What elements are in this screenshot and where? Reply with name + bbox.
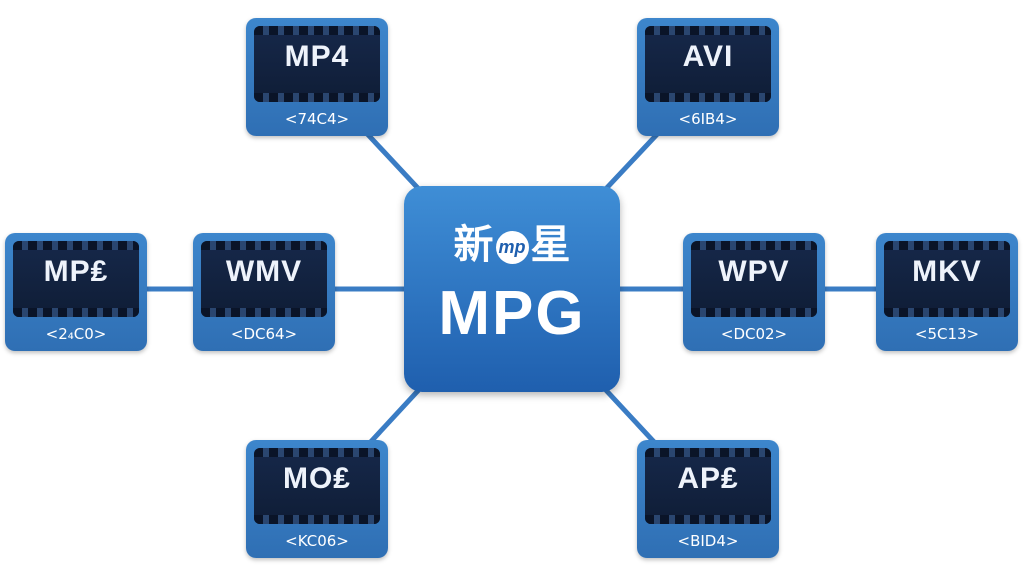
- film-strip-icon: [254, 26, 380, 102]
- format-label: AP₤: [677, 462, 739, 495]
- node-mkv: MKV <5C13>: [876, 233, 1018, 351]
- format-code: <5C13>: [914, 325, 980, 343]
- brand-left-char: 新: [453, 223, 494, 267]
- film-strip-icon: [645, 26, 771, 102]
- node-avi: AVI <6IB4>: [637, 18, 779, 136]
- format-code: <DC64>: [230, 325, 298, 343]
- film-strip-icon: [645, 448, 771, 524]
- format-label: WPV: [718, 255, 790, 288]
- node-bottom-left: MO₤ <KC06>: [246, 440, 388, 558]
- film-strip-icon: [254, 448, 380, 524]
- node-wpv: WPV <DC02>: [683, 233, 825, 351]
- format-label: MP₤: [43, 255, 109, 288]
- node-bottom-right: AP₤ <BID4>: [637, 440, 779, 558]
- format-label: MP4: [284, 40, 350, 73]
- node-wmv: WMV <DC64>: [193, 233, 335, 351]
- node-left-outer: MP₤ <2₄C0>: [5, 233, 147, 351]
- format-code: <6IB4>: [678, 110, 738, 128]
- format-label: WMV: [225, 255, 303, 288]
- node-mp4: MP4 <74C4>: [246, 18, 388, 136]
- format-code: <2₄C0>: [45, 325, 107, 343]
- format-code: <74C4>: [284, 110, 350, 128]
- film-strip-icon: [13, 241, 139, 317]
- format-code: <DC02>: [720, 325, 788, 343]
- format-code: <KC06>: [285, 532, 349, 550]
- center-title: MPG: [438, 279, 586, 348]
- brand-badge: mp: [495, 230, 529, 264]
- format-label: MKV: [912, 255, 982, 288]
- film-strip-icon: [884, 241, 1010, 317]
- film-strip-icon: [201, 241, 327, 317]
- format-code: <BID4>: [677, 532, 739, 550]
- format-label: MO₤: [282, 462, 351, 495]
- format-label: AVI: [682, 40, 734, 73]
- brand-right-char: 星: [530, 223, 571, 267]
- film-strip-icon: [691, 241, 817, 317]
